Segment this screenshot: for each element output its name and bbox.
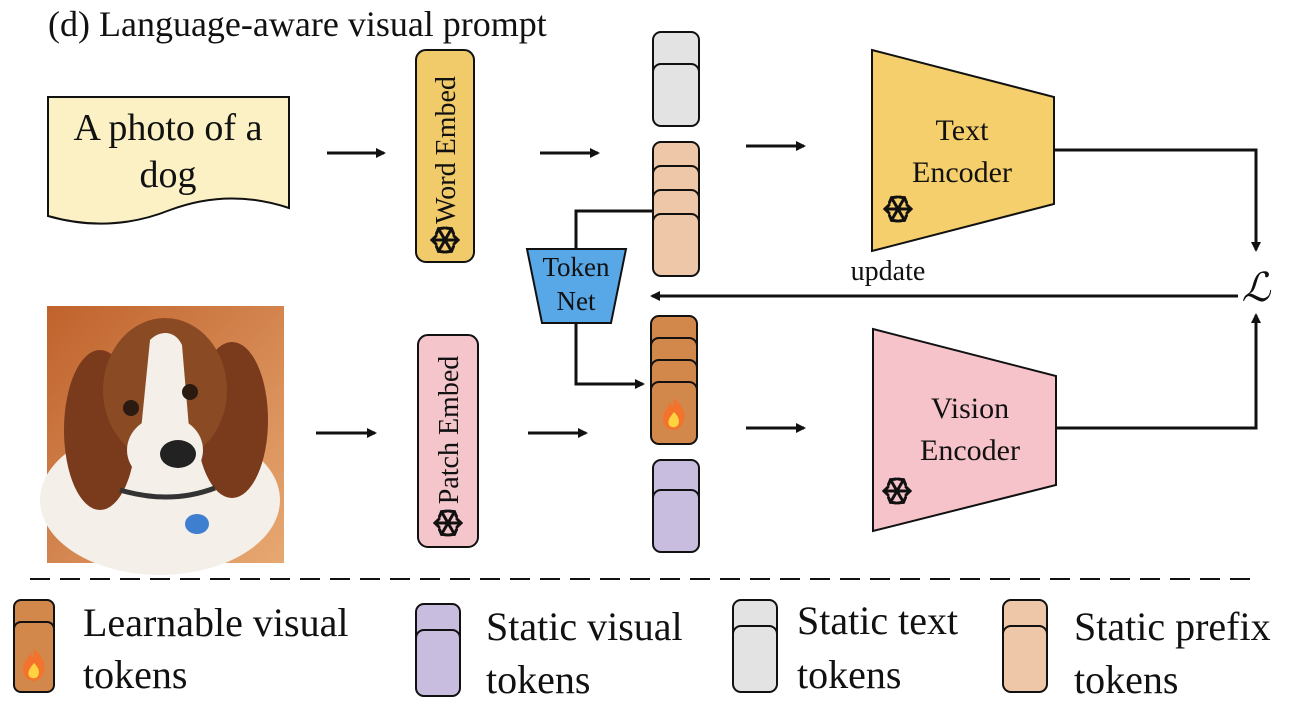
vision-encoder-line1: Vision [931, 392, 1009, 425]
word-embed-block: Word Embed [415, 49, 475, 263]
dog-photo [40, 306, 284, 575]
static-prefix-tokens [652, 141, 700, 277]
token-net-block: Token Net [525, 248, 628, 324]
figure-title: (d) Language-aware visual prompt [48, 4, 547, 44]
static-text-tokens [652, 31, 700, 127]
token-net-line2: Net [557, 286, 596, 316]
learnable-visual-tokens [650, 315, 698, 445]
legend-static-text-line2: tokens [797, 652, 901, 697]
vision-encoder-line2: Encoder [920, 434, 1020, 467]
text-encoder-block: Text Encoder [871, 48, 1055, 253]
patch-embed-label: Patch Embed [434, 356, 465, 505]
token-net-line1: Token [542, 252, 610, 282]
legend-item-static-prefix: Static prefix tokens [1002, 599, 1271, 702]
legend: Learnable visual tokens Static visual to… [13, 598, 1271, 702]
legend-static-visual-line2: tokens [486, 657, 590, 702]
word-embed-label: Word Embed [431, 76, 462, 224]
patch-embed-block: Patch Embed [417, 334, 479, 548]
input-text-line2: dog [140, 154, 197, 196]
legend-static-visual-line1: Static visual [486, 604, 683, 649]
text-encoder-line1: Text [936, 114, 990, 147]
legend-item-learnable: Learnable visual tokens [13, 599, 348, 697]
update-label: update [851, 256, 926, 287]
legend-static-prefix-line2: tokens [1074, 657, 1178, 702]
legend-static-prefix-line1: Static prefix [1074, 604, 1271, 649]
input-text-line1: A photo of a [74, 107, 263, 149]
legend-learnable-line1: Learnable visual [83, 600, 348, 645]
legend-static-text-line1: Static text [797, 598, 958, 643]
static-visual-tokens [652, 459, 700, 553]
legend-learnable-line2: tokens [83, 652, 187, 697]
legend-item-static-visual: Static visual tokens [415, 603, 683, 702]
legend-item-static-text: Static text tokens [732, 598, 958, 697]
text-encoder-line2: Encoder [912, 156, 1012, 189]
flow-arrows [316, 141, 1261, 438]
vision-encoder-block: Vision Encoder [872, 327, 1057, 533]
loss-symbol: ℒ [1242, 265, 1272, 310]
input-text-box: A photo of a dog [47, 96, 290, 225]
